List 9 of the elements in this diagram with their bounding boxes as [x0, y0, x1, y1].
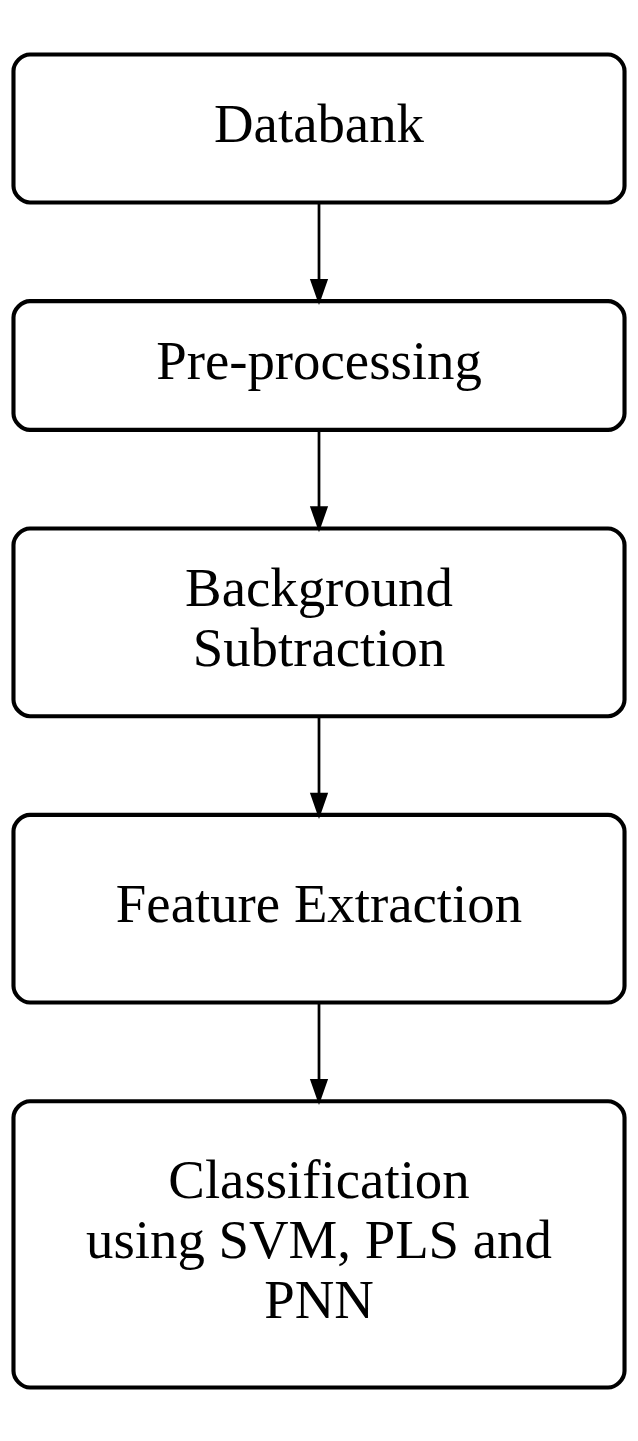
node-box: Classification using SVM, PLS and PNN — [11, 1098, 627, 1390]
arrow — [309, 429, 329, 532]
node-box: Feature Extraction — [11, 812, 627, 1005]
arrow — [309, 1002, 329, 1105]
node-box: Databank — [11, 51, 627, 204]
node-box: Pre-processing — [11, 298, 627, 432]
arrow — [309, 716, 329, 819]
node-box: Background Subtraction — [11, 525, 627, 718]
arrow — [309, 202, 329, 305]
